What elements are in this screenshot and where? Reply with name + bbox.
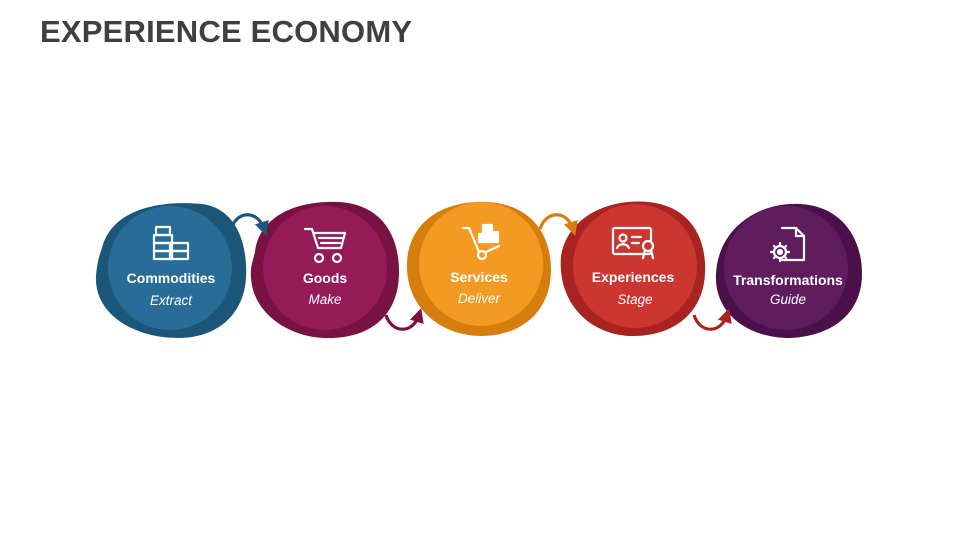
certificate-icon [611, 226, 655, 260]
connector-arrow [384, 308, 424, 331]
stage-action: Extract [150, 293, 193, 308]
stage-circle [573, 204, 697, 328]
stage-label: Experiences [592, 269, 675, 285]
stage-commodities: Commodities Extract [95, 203, 247, 338]
stage-services: Services Deliver [406, 201, 551, 336]
stage-action: Make [308, 292, 341, 307]
stage-action: Stage [617, 292, 652, 307]
stage-label: Services [450, 269, 508, 285]
stage-action: Deliver [458, 291, 501, 306]
stage-circle [724, 206, 848, 330]
stage-label: Goods [303, 270, 348, 286]
page-title: EXPERIENCE ECONOMY [40, 14, 413, 49]
stage-transformations: Transformations Guide [715, 203, 862, 338]
stage-label: Commodities [127, 270, 216, 286]
stage-action: Guide [770, 292, 806, 307]
stage-circle [419, 202, 543, 326]
stage-circle [108, 206, 232, 330]
stage-circle [263, 206, 387, 330]
shopping-cart-icon [303, 227, 347, 264]
connector-arrow [229, 213, 269, 236]
hand-truck-icon [461, 223, 501, 261]
stage-experiences: Experiences Stage [560, 201, 706, 336]
stage-label: Transformations [733, 272, 843, 288]
gold-bars-icon [152, 225, 190, 261]
connector-arrow [538, 213, 578, 236]
connector-arrow [692, 308, 732, 331]
document-gear-icon [769, 226, 806, 263]
stage-goods: Goods Make [250, 201, 400, 339]
